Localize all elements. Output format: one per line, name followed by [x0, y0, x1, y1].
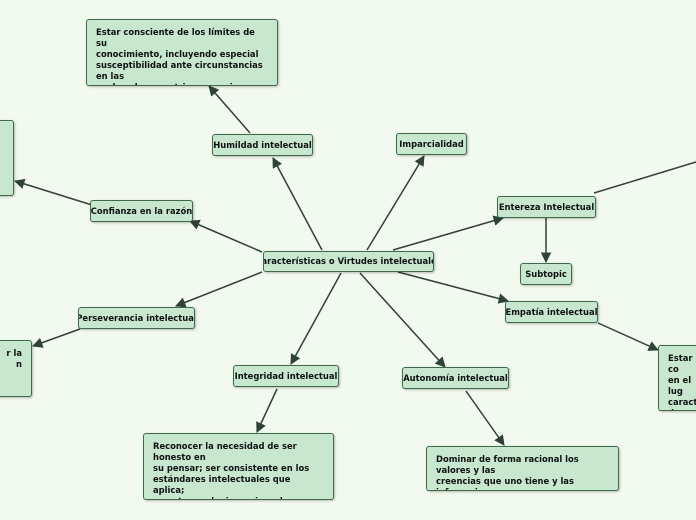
- edge-central-perseverancia: [175, 271, 263, 308]
- topic-subtopic[interactable]: Subtopic: [520, 263, 572, 285]
- edge-central-imparcialidad: [366, 155, 425, 251]
- edge-central-humildad: [272, 157, 323, 251]
- edge-central-empatia: [397, 271, 510, 304]
- edge-central-autonomia: [359, 272, 446, 368]
- edge-autonomia-note: [465, 390, 505, 446]
- edge-perseverancia-note: [32, 328, 81, 348]
- topic-humildad[interactable]: Humildad intelectual: [212, 134, 313, 156]
- edge-integridad-note: [256, 388, 278, 433]
- topic-empatia[interactable]: Empatía intelectual: [505, 301, 598, 323]
- note-perseverancia[interactable]: r la n: [0, 340, 32, 397]
- edge-confianza-note: [13, 178, 93, 206]
- topic-entereza[interactable]: Entereza Intelectual: [497, 196, 596, 218]
- note-integridad[interactable]: Reconocer la necesidad de ser honesto en…: [143, 433, 334, 500]
- edge-central-integridad: [290, 272, 342, 365]
- topic-integridad[interactable]: Integridad intelectual: [233, 365, 339, 387]
- edge-central-entereza: [392, 215, 505, 251]
- topic-confianza[interactable]: Confianza en la razón: [90, 200, 193, 222]
- topic-imparcialidad[interactable]: Imparcialidad: [396, 133, 467, 155]
- edge-entereza-offscreen: [593, 161, 696, 194]
- topic-perseverancia[interactable]: Perseverancia intelectual: [78, 307, 195, 329]
- topic-autonomia[interactable]: Autonomía intelectual: [402, 367, 509, 389]
- note-autonomia[interactable]: Dominar de forma racional los valores y …: [426, 446, 619, 491]
- edge-empatia-note: [597, 322, 659, 351]
- note-humildad[interactable]: Estar consciente de los límites de su co…: [86, 19, 278, 86]
- edge-central-confianza: [189, 219, 263, 253]
- note-empatia[interactable]: Estar co en el lug caracte de cons vista…: [658, 345, 696, 411]
- edge-humildad-note: [208, 85, 251, 134]
- note-confianza[interactable]: [0, 120, 14, 196]
- central-topic[interactable]: Características o Virtudes intelectuales: [263, 251, 434, 272]
